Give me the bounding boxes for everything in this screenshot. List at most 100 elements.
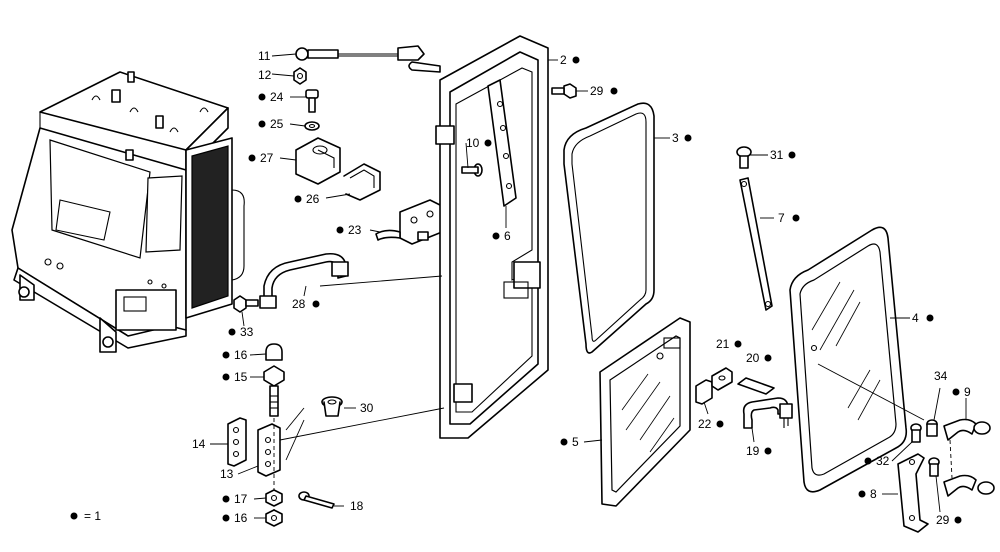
nut-12 [293,67,307,85]
callout-3: 3 [672,131,692,145]
svg-text:25: 25 [270,117,284,131]
bolt-24 [305,89,319,113]
callout-30: 30 [360,401,374,415]
glass-seal-3 [563,102,655,354]
screw-18 [298,491,335,509]
handle-lock-19 [742,397,793,429]
callout-13: 13 [220,467,234,481]
callout-29-top: 29 [590,84,618,98]
callout-9: 9 [952,385,971,399]
callout-19: 19 [746,444,772,458]
callout-10: 10 [466,136,492,150]
svg-text:28: 28 [292,297,306,311]
callout-25: 25 [258,117,284,131]
callout-18: 18 [350,499,364,513]
callout-12: 12 [258,68,272,82]
svg-text:11: 11 [258,49,271,63]
bushing-30 [321,396,343,417]
sliding-window-4 [789,226,908,493]
cover-plate-22 [695,379,713,405]
svg-text:2: 2 [560,53,567,67]
callout-31: 31 [770,148,796,162]
assembly-lines [279,275,925,461]
callout-6: 6 [492,229,511,243]
nut-17 [265,489,283,507]
svg-text:20: 20 [746,351,760,365]
callout-5: 5 [560,435,579,449]
callout-23: 23 [336,223,362,237]
legend-dot-icon [70,512,78,520]
svg-text:18: 18 [350,499,364,513]
svg-text:33: 33 [240,325,254,339]
callout-11: 11 [258,49,271,63]
screw-32 [910,423,922,443]
svg-text:14: 14 [192,437,206,451]
svg-text:4: 4 [912,311,919,325]
svg-text:15: 15 [234,370,248,384]
legend: = 1 [70,509,101,523]
strut-7 [739,177,773,311]
cap-nut-16-bottom [265,509,283,527]
cab-assembly [11,71,245,353]
handle-plate-20 [737,377,775,395]
callout-34: 34 [934,369,948,383]
svg-text:29: 29 [936,513,950,527]
cap-nut-16-top [265,343,283,361]
callout-16-top: 16 [222,348,248,362]
callout-21: 21 [716,337,742,351]
callout-7: 7 [778,211,800,225]
callout-8: 8 [858,487,877,501]
bolt-33 [233,295,259,313]
handle-insert-21 [711,367,733,391]
gas-strut-rod-11 [295,45,441,73]
callout-24: 24 [258,90,284,104]
svg-text:19: 19 [746,444,760,458]
callout-26: 26 [294,192,320,206]
bracket-8 [897,453,929,533]
bolt-31 [736,146,752,169]
lower-door-panel-5 [599,317,691,507]
callout-15: 15 [222,370,248,384]
svg-text:9: 9 [964,385,971,399]
callout-20: 20 [746,351,772,365]
callout-29-bottom: 29 [936,513,962,527]
svg-text:16: 16 [234,348,248,362]
bolt-10 [461,163,483,177]
svg-text:23: 23 [348,223,362,237]
svg-text:22: 22 [698,417,712,431]
hinge-strip-6 [487,79,517,207]
plate-14 [227,417,247,467]
legend-label: = 1 [84,509,101,523]
svg-text:13: 13 [220,467,234,481]
callout-27: 27 [248,151,274,165]
washer-25 [304,121,320,131]
callout-33: 33 [228,325,254,339]
hinge-13 [257,418,281,510]
callout-labels: 11 12 24 25 27 26 23 28 33 16 15 30 14 1… [192,49,971,527]
latch-23 [375,199,443,245]
svg-text:30: 30 [360,401,374,415]
svg-text:21: 21 [716,337,730,351]
callout-2: 2 [560,53,580,67]
bracket-27 [295,137,341,185]
svg-text:6: 6 [504,229,511,243]
callout-14: 14 [192,437,206,451]
handle-28 [259,252,349,309]
svg-text:31: 31 [770,148,784,162]
svg-text:34: 34 [934,369,948,383]
callout-16-bottom: 16 [222,511,248,525]
callout-28: 28 [292,297,320,311]
svg-text:3: 3 [672,131,679,145]
svg-text:16: 16 [234,511,248,525]
bolt-15 [263,365,285,417]
callout-22: 22 [698,417,724,431]
spacer-34 [926,419,938,437]
callout-17: 17 [222,492,248,506]
svg-text:29: 29 [590,84,604,98]
bolt-29-bottom [928,457,940,477]
svg-text:12: 12 [258,68,272,82]
svg-text:8: 8 [870,487,877,501]
svg-text:24: 24 [270,90,284,104]
callout-leaders [210,53,967,519]
svg-text:26: 26 [306,192,320,206]
